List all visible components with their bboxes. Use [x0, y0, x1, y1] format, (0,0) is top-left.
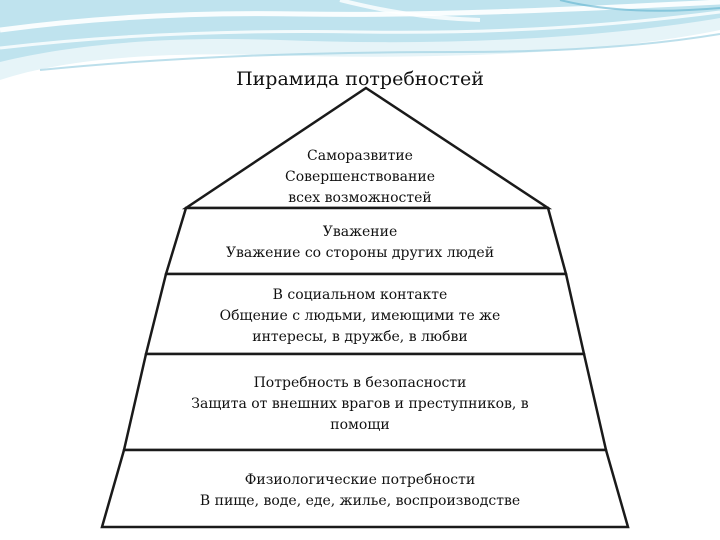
tier-3-line: Общение с людьми, имеющими те же [219, 308, 501, 324]
tier-5-line: Физиологические потребности [244, 472, 476, 488]
tier-1-line: Совершенствование [285, 169, 435, 185]
pyramid-tier-5-label: Физиологические потребности В пище, воде… [0, 470, 720, 512]
tier-3-line: интересы, в дружбе, в любви [252, 329, 468, 345]
pyramid-tier-2-label: Уважение Уважение со стороны других люде… [0, 222, 720, 264]
pyramid-tier-5-shape [100, 448, 630, 529]
tier-2-line: Уважение со стороны других людей [225, 245, 495, 261]
pyramid-tier-4-label: Потребность в безопасности Защита от вне… [0, 373, 720, 436]
tier-1-line: всех возможностей [288, 190, 432, 206]
page-title: Пирамида потребностей [236, 68, 484, 90]
tier-1-line: Саморазвитие [307, 148, 413, 164]
tier-5-line: В пище, воде, еде, жилье, воспроизводств… [199, 493, 521, 509]
header-waves-decoration [0, 0, 720, 80]
tier-3-line: В социальном контакте [272, 287, 448, 303]
pyramid-tier-1-label: Саморазвитие Совершенствование всех возм… [0, 146, 720, 209]
pyramid-tier-3-label: В социальном контакте Общение с людьми, … [0, 285, 720, 348]
tier-4-line: помощи [330, 417, 390, 433]
tier-4-line: Защита от внешних врагов и преступников,… [191, 396, 529, 412]
tier-2-line: Уважение [322, 224, 398, 240]
tier-4-line: Потребность в безопасности [253, 375, 467, 391]
